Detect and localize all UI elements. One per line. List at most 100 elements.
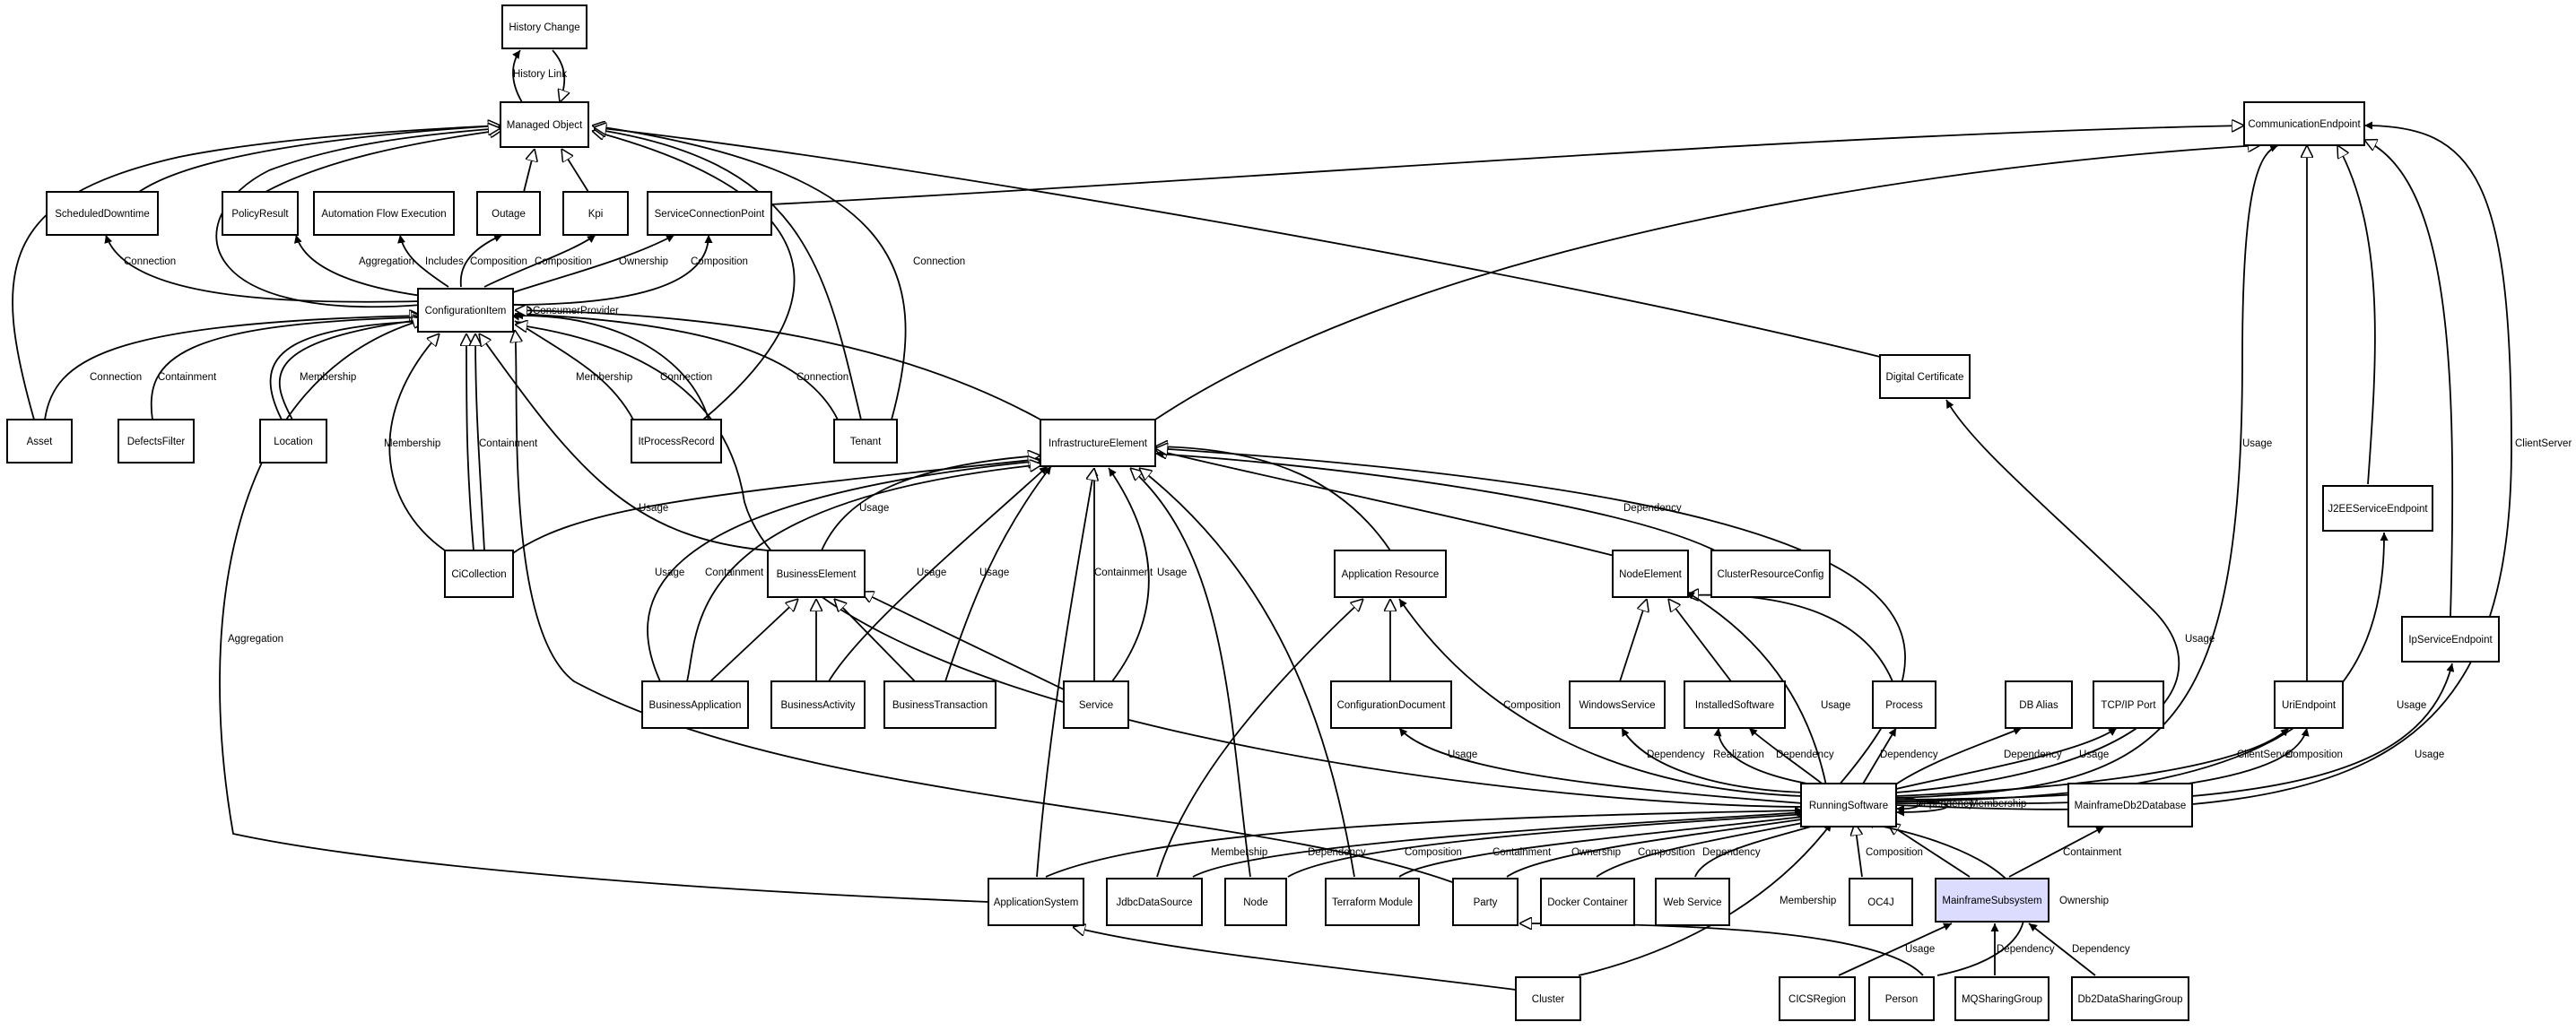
node-label: Node [1243,897,1268,908]
node-tenant[interactable]: Tenant [833,419,898,464]
node-db-alias[interactable]: DB Alias [2005,680,2073,729]
node-db2-data-sharing-group[interactable]: Db2DataSharingGroup [2071,976,2189,1021]
node-label: Tenant [850,437,882,447]
node-person[interactable]: Person [1868,976,1935,1021]
edge-rs-containment-terraform [1398,812,1811,878]
edge-rs-dependency-self [1895,797,1921,813]
node-label: NodeElement [1619,569,1682,580]
edge-instsw-to-nodeel [1668,599,1732,682]
node-automation-flow-execution[interactable]: Automation Flow Execution [313,191,455,236]
edge-label: Connection [660,372,712,383]
edge-ci-containment-defects [150,317,423,420]
node-uri-endpoint[interactable]: UriEndpoint [2274,680,2344,729]
node-label: Terraform Module [1332,897,1413,908]
node-business-application[interactable]: BusinessApplication [641,680,749,729]
node-jdbc-data-source[interactable]: JdbcDataSource [1106,878,1203,926]
node-kpi[interactable]: Kpi [562,191,629,236]
edge-rs-membership-self [1895,800,1948,817]
node-ci-collection[interactable]: CiCollection [444,550,514,598]
node-scheduled-downtime[interactable]: ScheduledDowntime [46,191,159,236]
edge-outage-to-managed-object [523,149,535,193]
node-application-resource[interactable]: Application Resource [1334,550,1447,598]
edge-label: Composition [2285,749,2343,760]
edge-label: Connection [913,256,965,267]
node-location[interactable]: Location [259,419,327,464]
node-running-software[interactable]: RunningSoftware [1800,783,1897,827]
edge-cluster-to-appsys [1073,927,1517,991]
node-node[interactable]: Node [1224,878,1287,926]
edge-rs-usage-confdoc [1398,727,1804,804]
edge-label: Containment [479,438,538,449]
edge-label: Realization [1713,749,1764,760]
node-business-transaction[interactable]: BusinessTransaction [883,680,996,729]
node-digital-certificate[interactable]: Digital Certificate [1879,354,1971,399]
node-cluster[interactable]: Cluster [1515,976,1581,1021]
edge-person-to-party [1519,923,1924,976]
node-business-activity[interactable]: BusinessActivity [770,680,866,729]
edge-label: Includes [425,256,464,267]
edge-label: Connection [124,256,176,267]
node-cics-region[interactable]: CICSRegion [1779,976,1856,1021]
edge-ci-membership-itpr [514,320,634,420]
node-process[interactable]: Process [1872,680,1936,729]
edge-label: Composition [1866,847,1923,858]
node-defects-filter[interactable]: DefectsFilter [117,419,195,464]
node-mq-sharing-group[interactable]: MQSharingGroup [1954,976,2049,1021]
edge-appsys-aggregation-ci [219,319,989,903]
edge-nodeel-to-ie [1155,450,1615,557]
node-configuration-document[interactable]: ConfigurationDocument [1330,680,1452,729]
node-ip-service-endpoint[interactable]: IpServiceEndpoint [2401,616,2500,663]
node-managed-object[interactable]: Managed Object [500,101,589,148]
node-configuration-item[interactable]: ConfigurationItem [417,288,514,333]
node-history-change[interactable]: History Change [501,4,587,49]
node-j2ee-service-endpoint[interactable]: J2EEServiceEndpoint [2322,485,2433,532]
node-service-connection-point[interactable]: ServiceConnectionPoint [647,191,772,236]
node-label: ConfigurationItem [425,306,507,316]
edge-process-to-nodeel [1686,595,1893,682]
node-label: Managed Object [507,120,583,131]
node-cluster-resource-config[interactable]: ClusterResourceConfig [1710,550,1831,598]
edge-ci-connection-tenant [514,309,839,420]
node-docker-container[interactable]: Docker Container [1540,878,1635,926]
node-tcpip-port[interactable]: TCP/IP Port [2093,680,2164,729]
edge-ci-membership-location [278,319,425,420]
node-web-service[interactable]: Web Service [1655,878,1730,926]
node-business-element[interactable]: BusinessElement [767,550,866,598]
edge-rs-membership-appsys [1045,806,1804,878]
node-policy-result[interactable]: PolicyResult [222,191,299,236]
edge-label: Membership [1211,847,1267,858]
edge-winsvc-to-nodeel [1619,599,1647,682]
node-it-process-record[interactable]: ItProcessRecord [631,419,722,464]
edge-label: Usage [859,503,889,514]
edge-ci-membership-location-2 [269,321,427,420]
node-mainframe-subsystem[interactable]: MainframeSubsystem [1935,878,2049,923]
edge-rs-dependency-winsvc [1621,727,1806,793]
node-label: Digital Certificate [1886,372,1964,383]
edge-jdbc-to-appres [1156,599,1363,878]
edge-label: Dependency [1647,749,1705,760]
edge-bapp-usage-ie [647,461,1040,682]
node-communication-endpoint[interactable]: CommunicationEndpoint [2243,101,2365,146]
node-asset[interactable]: Asset [6,419,73,464]
node-party[interactable]: Party [1452,878,1519,926]
node-mainframe-db2-database[interactable]: MainframeDb2Database [2067,783,2193,827]
edge-cicoll-containment-ci [466,334,474,551]
node-installed-software[interactable]: InstalledSoftware [1684,680,1786,729]
node-infrastructure-element[interactable]: InfrastructureElement [1040,419,1156,467]
node-windows-service[interactable]: WindowsService [1569,680,1666,729]
node-label: PolicyResult [231,209,289,220]
edge-label: Dependency [2072,944,2130,955]
edge-label: History Link [513,69,567,80]
edge-label: Usage [1157,567,1187,578]
edge-label: Composition [691,256,748,267]
node-label: DefectsFilter [127,437,186,447]
edge-rs-usage-ipse [1895,663,2455,805]
edge-ci-connection-asset [44,316,422,420]
node-oc4j[interactable]: OC4J [1849,878,1913,926]
node-label: MainframeSubsystem [1942,896,2041,906]
node-service[interactable]: Service [1063,680,1129,729]
node-terraform-module[interactable]: Terraform Module [1325,878,1420,926]
node-outage[interactable]: Outage [476,191,541,236]
node-node-element[interactable]: NodeElement [1612,550,1689,598]
node-application-system[interactable]: ApplicationSystem [988,878,1084,926]
